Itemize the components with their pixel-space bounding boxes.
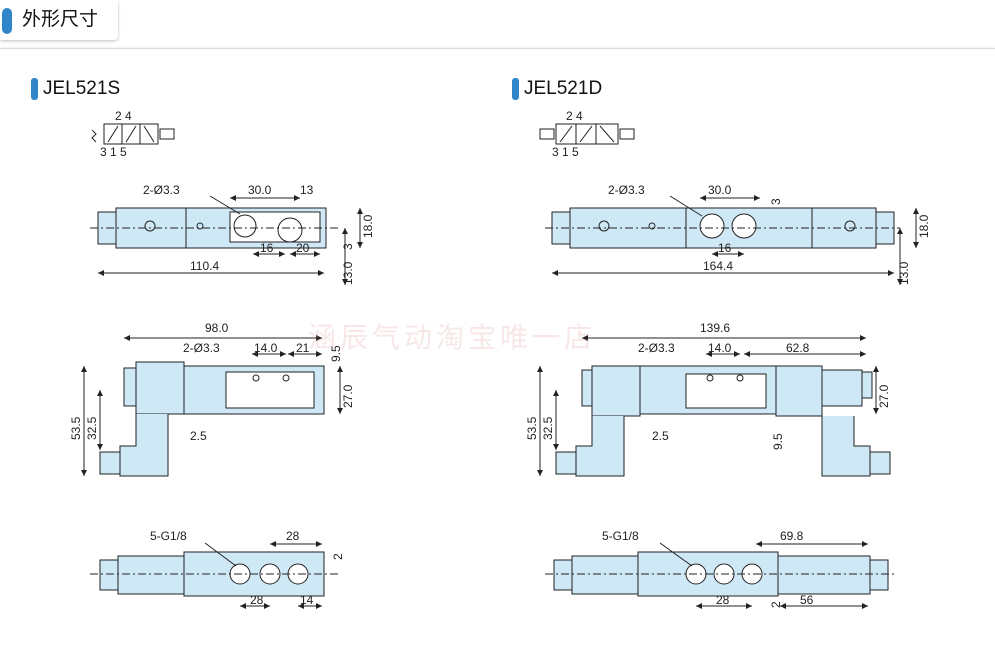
- model-accent-bar: [512, 78, 519, 100]
- symbol-ports-top-right: 2 4: [566, 109, 583, 123]
- dim-53-5: 53.5: [69, 416, 83, 440]
- dim-holes-side: 2-Ø3.3: [183, 341, 220, 355]
- side-view-right: 139.6 2-Ø3.3 14.0 62.8 27.0 9.5 53.5 32.…: [525, 321, 891, 477]
- symbol-ports-bottom: 3 1 5: [100, 145, 127, 159]
- symbol-ports-bottom-right: 3 1 5: [552, 145, 579, 159]
- dim-9-5: 9.5: [329, 345, 343, 362]
- symbol-ports-top: 2 4: [115, 109, 132, 123]
- dim-9-5-right: 9.5: [771, 433, 785, 450]
- dim-13: 13: [300, 183, 314, 197]
- top-view-left: 110.4 30.0 13 2-Ø3.3 16 20 18.0 13.0 3: [90, 183, 375, 285]
- dim-14-right: 14.0: [708, 341, 732, 355]
- dim-139-6: 139.6: [700, 321, 730, 335]
- dim-27: 27.0: [341, 384, 355, 408]
- dim-13-v: 13.0: [341, 261, 355, 285]
- dim-30-right: 30.0: [708, 183, 732, 197]
- model-title-left: JEL521S: [31, 78, 121, 100]
- dim-holes: 2-Ø3.3: [143, 183, 180, 197]
- dim-30: 30.0: [248, 183, 272, 197]
- dim-2-right: 2: [769, 601, 783, 608]
- dim-14-bottom: 14: [300, 593, 314, 607]
- dim-27-right: 27.0: [877, 384, 891, 408]
- dim-2-5: 2.5: [190, 429, 207, 443]
- dim-ports-right: 5-G1/8: [602, 529, 639, 543]
- dim-2-5-right: 2.5: [652, 429, 669, 443]
- dim-13-right: 13.0: [897, 261, 911, 285]
- bottom-view-left: 5-G1/8 28 28 14 2: [90, 529, 345, 609]
- pneumatic-symbol-left: 2 4 3 1 5: [91, 109, 175, 159]
- dim-2: 2: [331, 553, 345, 560]
- dim-98: 98.0: [205, 321, 229, 335]
- dim-length: 110.4: [190, 259, 219, 273]
- dim-18: 18.0: [361, 214, 375, 238]
- dim-length-right: 164.4: [703, 259, 733, 273]
- dim-14: 14.0: [254, 341, 278, 355]
- dim-28: 28: [250, 593, 264, 607]
- dim-16-right: 16: [718, 241, 732, 255]
- section-tab: 外形尺寸: [0, 0, 118, 40]
- bottom-view-right: 5-G1/8 69.8 28 2 56: [545, 529, 896, 609]
- left-column: 2 4 3 1 5 110.4 30.0 13 2-Ø3.3 16 20 18.…: [69, 109, 375, 609]
- dim-62-8: 62.8: [786, 341, 810, 355]
- dim-32-5: 32.5: [85, 416, 99, 440]
- top-view-right: 164.4 2-Ø3.3 30.0 16 3 18.0 13.0: [545, 183, 931, 285]
- dim-56: 56: [800, 593, 814, 607]
- dim-holes-side-right: 2-Ø3.3: [638, 341, 675, 355]
- dim-28-top: 28: [286, 529, 300, 543]
- dim-3-right: 3: [769, 198, 783, 205]
- model-accent-bar: [31, 78, 38, 100]
- pneumatic-symbol-right: 2 4 3 1 5: [539, 109, 635, 159]
- tab-accent-bar: [2, 8, 12, 34]
- dim-21: 21: [296, 341, 310, 355]
- model-name-left: JEL521S: [43, 78, 121, 99]
- model-title-right: JEL521D: [512, 78, 603, 100]
- dim-32-5-right: 32.5: [541, 416, 555, 440]
- dim-3: 3: [341, 243, 355, 250]
- dim-28-right: 28: [716, 593, 730, 607]
- watermark: 涵辰气动淘宝唯一店: [308, 321, 597, 354]
- dim-20: 20: [296, 241, 310, 255]
- dim-holes-right: 2-Ø3.3: [608, 183, 645, 197]
- dim-69-8: 69.8: [780, 529, 804, 543]
- side-view-left: 98.0 2-Ø3.3 14.0 21 27.0 9.5 53.5 32.5 2…: [69, 321, 355, 477]
- model-name-right: JEL521D: [524, 78, 603, 99]
- dim-ports: 5-G1/8: [150, 529, 187, 543]
- section-title: 外形尺寸: [22, 9, 99, 30]
- right-column: 2 4 3 1 5 164.4 2-Ø3.3 30.0 16 3 18.0: [525, 109, 931, 609]
- dim-18-right: 18.0: [917, 214, 931, 238]
- dim-16: 16: [260, 241, 274, 255]
- dim-53-5-right: 53.5: [525, 416, 539, 440]
